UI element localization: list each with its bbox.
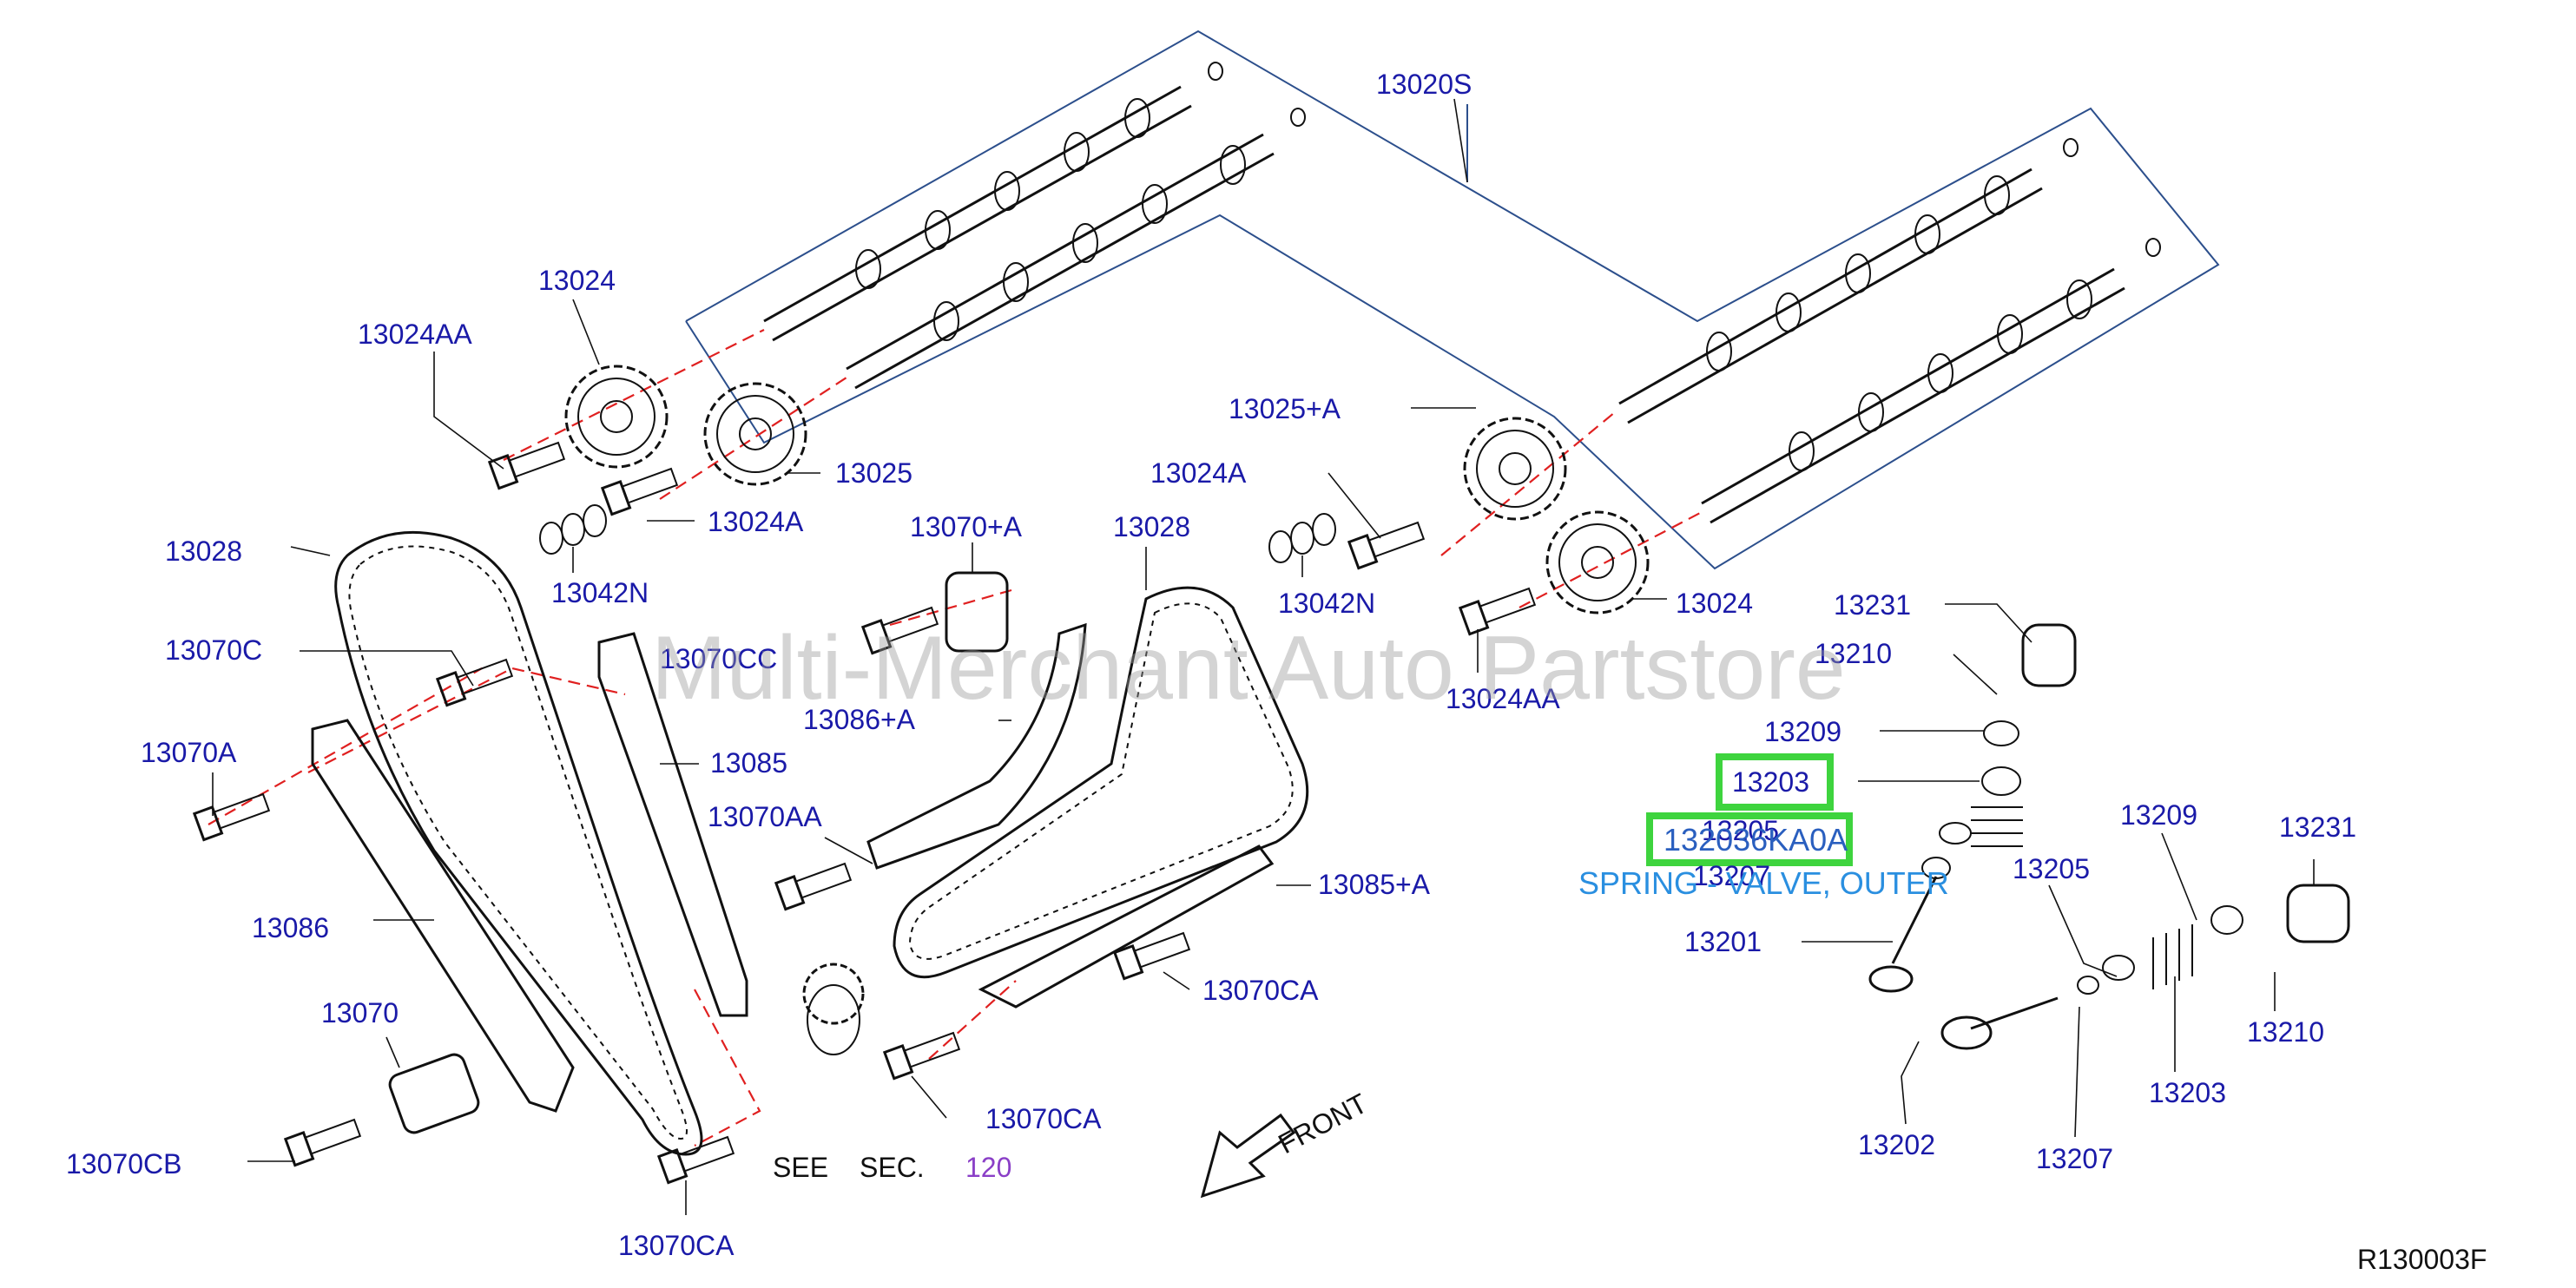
label-13231-right: 13231 — [2279, 812, 2356, 843]
camshaft-right-lower — [1701, 238, 2161, 524]
highlight-box-13203 — [1716, 753, 1834, 811]
alignment-dash-lines — [208, 329, 1703, 1147]
chain-guide-13086 — [311, 719, 575, 1113]
chain-guide-13086A — [866, 622, 1087, 870]
label-13070C: 13070C — [165, 634, 262, 666]
chain-guide-13085 — [597, 632, 748, 1017]
label-13202: 13202 — [1858, 1129, 1935, 1160]
label-13205-right: 13205 — [2013, 853, 2090, 884]
camshaft-right-upper — [1618, 138, 2079, 424]
label-13070CA-2: 13070CA — [985, 1103, 1102, 1134]
label-13024AA-top: 13024AA — [358, 319, 472, 350]
label-13070CA-1: 13070CA — [1202, 975, 1319, 1006]
label-13025: 13025 — [835, 457, 912, 489]
timing-chain-left-13028 — [334, 530, 703, 1156]
label-13205-behind: 13205 — [1702, 815, 1779, 846]
label-13210-top: 13210 — [1815, 638, 1892, 669]
timing-chain-right-13028 — [893, 586, 1309, 979]
label-13070CC: 13070CC — [660, 643, 777, 674]
see-text: SEE — [773, 1152, 828, 1183]
sec-number-link[interactable]: 120 — [965, 1152, 1011, 1183]
front-arrow — [1200, 1113, 1296, 1199]
label-13042N-left: 13042N — [551, 577, 649, 608]
label-13028-mid: 13028 — [1113, 511, 1190, 542]
label-13085: 13085 — [710, 747, 787, 779]
label-13207-behind: 13207 — [1693, 860, 1770, 891]
diagram-reference: R130003F — [2357, 1244, 2487, 1275]
label-13020S: 13020S — [1376, 69, 1472, 100]
label-13028-left: 13028 — [165, 536, 242, 567]
sprocket-crank — [802, 963, 865, 1055]
camshaft-kit-outline — [685, 30, 2220, 570]
sprocket-13025-left — [703, 382, 807, 486]
highlight-box-part-number — [1646, 812, 1853, 866]
label-13024-right: 13024 — [1676, 588, 1753, 619]
valve-train-parts — [1868, 623, 2350, 1050]
label-13210-right: 13210 — [2247, 1016, 2324, 1048]
label-13024A-left: 13024A — [708, 506, 804, 537]
highlight-description: SPRING - VALVE, OUTER — [1578, 865, 1949, 901]
label-13070CA-3: 13070CA — [618, 1230, 735, 1261]
sprocket-13025A-right — [1463, 417, 1567, 521]
label-13070AA: 13070AA — [708, 801, 822, 832]
label-13085A: 13085+A — [1318, 869, 1431, 900]
label-13070: 13070 — [321, 997, 399, 1028]
highlight-part-number: 132036KA0A — [1664, 822, 1848, 858]
label-13070plusA: 13070+A — [910, 511, 1023, 542]
tensioner-13070A — [945, 571, 1009, 653]
leader-lines — [212, 98, 2315, 1215]
watermark: Multi-Merchant Auto Partstore — [651, 618, 1846, 719]
label-13207-bottom: 13207 — [2036, 1143, 2113, 1174]
label-13024A-right: 13024A — [1150, 457, 1247, 489]
label-13203-right: 13203 — [2149, 1077, 2226, 1108]
label-13024-top: 13024 — [538, 265, 616, 296]
front-label: FRONT — [1273, 1088, 1372, 1160]
label-13201: 13201 — [1684, 926, 1762, 957]
label-13209-right: 13209 — [2120, 799, 2197, 831]
label-13025A: 13025+A — [1229, 393, 1341, 424]
camshaft-left-lower — [846, 108, 1306, 390]
label-13070CB: 13070CB — [66, 1148, 181, 1180]
sprocket-13024-left — [564, 365, 669, 469]
sprocket-13024-right — [1545, 510, 1650, 614]
chain-guide-13085A — [978, 844, 1275, 1009]
label-13203-highlight: 13203 — [1732, 766, 1809, 798]
washers-13042N — [539, 504, 1336, 563]
sec-text: SEC. — [860, 1152, 925, 1183]
label-13231-top: 13231 — [1834, 589, 1911, 621]
bolts — [192, 441, 1537, 1185]
camshaft-left-upper — [763, 62, 1223, 342]
label-13070A: 13070A — [141, 737, 237, 768]
label-13209-top: 13209 — [1764, 716, 1841, 747]
part-labels: 13020S 13024 13024AA 13025 13024A 13042N… — [66, 69, 2356, 1261]
tensioner-13070 — [388, 1053, 480, 1134]
label-13086: 13086 — [252, 912, 329, 943]
label-13042N-right: 13042N — [1278, 588, 1375, 619]
label-13024AA-right: 13024AA — [1446, 683, 1560, 714]
label-13086A: 13086+A — [803, 704, 916, 735]
